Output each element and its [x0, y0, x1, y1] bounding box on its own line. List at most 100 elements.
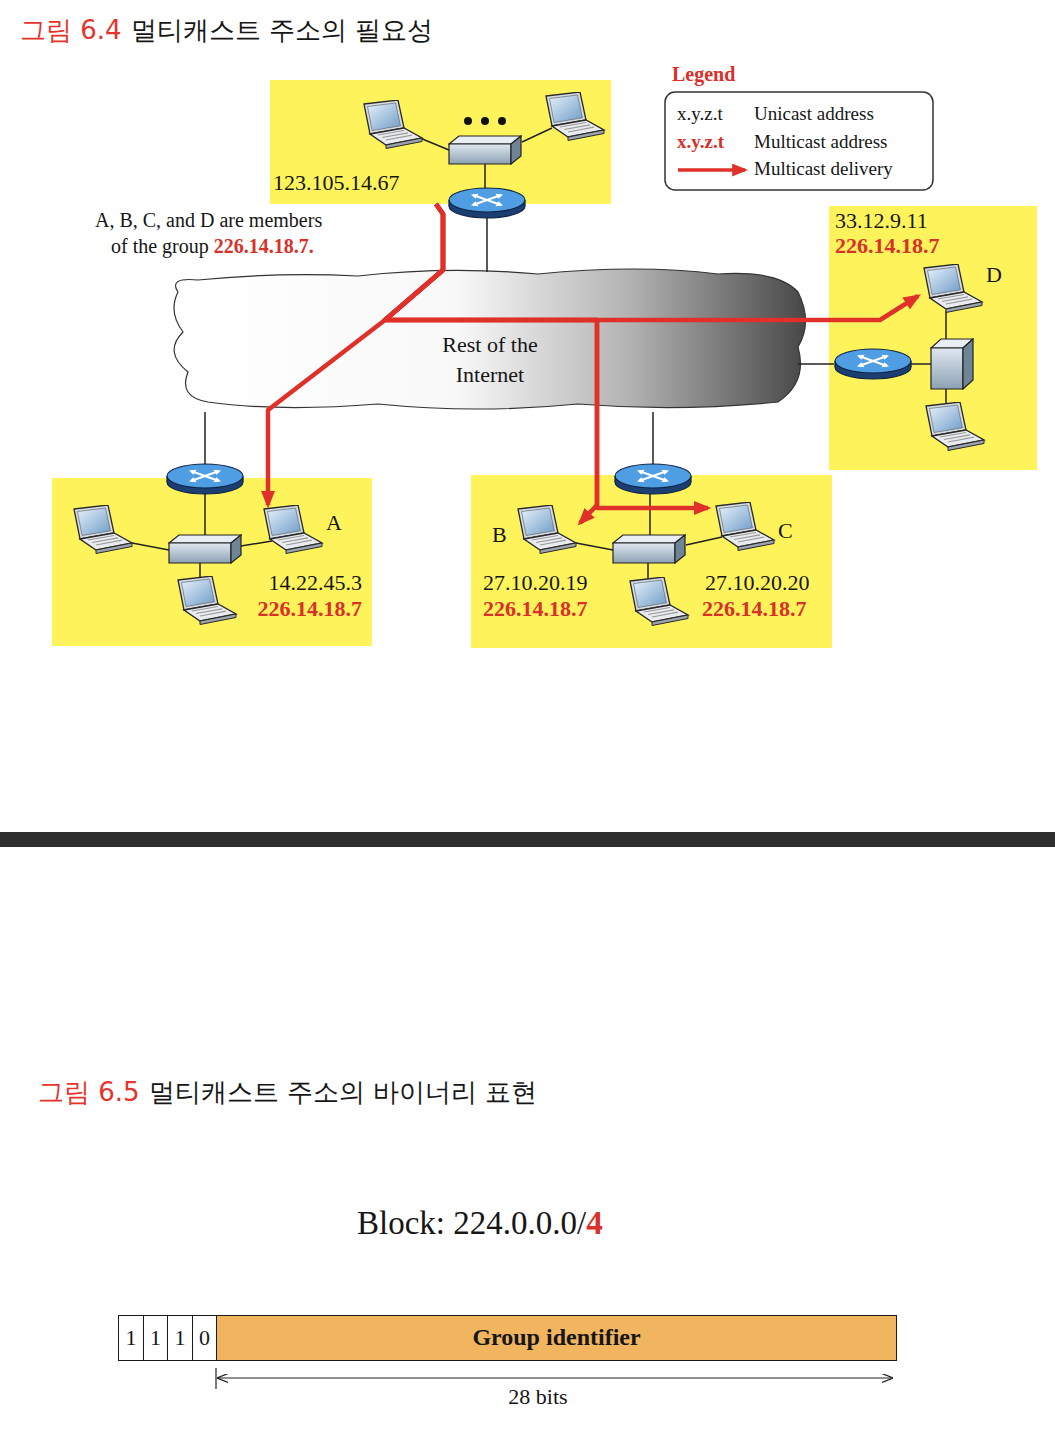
multicast-address: 226.14.18.7 [835, 233, 940, 258]
network-wires [686, 537, 722, 545]
unicast-address: 27.10.20.20 [705, 570, 810, 595]
host-letter-holder: A [326, 510, 342, 535]
group-note: A, B, C, and D are members [95, 209, 322, 231]
bit-value: 0 [199, 1325, 210, 1350]
field-name: Group identifier [472, 1324, 640, 1352]
unicast-address: 14.22.45.3 [269, 570, 363, 595]
legend-row: Unicast address [754, 103, 874, 125]
legend-sample: x.y.z.t [677, 103, 723, 124]
legend-text: Multicast delivery [754, 158, 893, 179]
bit-cell: 1 [167, 1315, 193, 1361]
group-note-holder: of the group [111, 235, 209, 258]
network-wires [132, 128, 946, 579]
router-icon [835, 349, 911, 379]
laptop-icon [364, 100, 422, 149]
network-wires [798, 363, 834, 365]
switch-icon [449, 136, 521, 164]
laptop-icon [74, 92, 984, 626]
bit-value-holder: 1 [144, 1316, 168, 1360]
unicast-address-holder: 14.22.45.3 [269, 570, 363, 595]
bit-value: 1 [175, 1325, 186, 1350]
cloud-outline [174, 269, 806, 409]
multicast-delivery-arrow [385, 204, 708, 508]
legend-row: Multicast address [754, 131, 888, 153]
prefix-length-holder: 4 [586, 1205, 603, 1243]
host-letter-holder: C [778, 518, 793, 543]
figure-number-holder: 그림 6.4 [20, 16, 122, 46]
network-wires [945, 389, 947, 404]
figure-title-holder: 멀티캐스트 주소의 필요성 [131, 16, 434, 46]
network-wires [204, 494, 206, 536]
dimension-line [217, 1377, 893, 1378]
unicast-address: 123.105.14.67 [273, 170, 400, 195]
legend-sample-holder: x.y.z.t [677, 103, 723, 125]
figure-title-holder: 멀티캐스트 주소의 바이너리 표현 [149, 1078, 538, 1108]
legend-title: Legend [672, 63, 735, 85]
laptop-icon [178, 576, 236, 625]
internet-cloud: Rest of the Internet [158, 262, 808, 412]
unicast-address-holder: 123.105.14.67 [273, 170, 400, 195]
ellipsis-dots [498, 117, 506, 125]
dimension-label: 28 bits [508, 1384, 567, 1409]
switch-icon [169, 136, 973, 563]
dimension-label-holder: 28 bits [508, 1384, 567, 1409]
network-wires [647, 563, 649, 579]
ellipsis-dots [464, 117, 472, 125]
network-wires [241, 541, 272, 546]
figure-number: 그림 6.5 [38, 1077, 140, 1107]
block-notation-holder: Block: 224.0.0.0/ [357, 1205, 586, 1243]
network-wires [484, 164, 486, 190]
legend-title-holder: Legend [672, 63, 735, 86]
network-wires [204, 412, 206, 466]
block-notation: Block: 224.0.0.0/ [357, 1205, 586, 1241]
host-letter: A [326, 510, 342, 535]
switch-icon [931, 339, 973, 389]
network-wires [199, 563, 201, 578]
multicast-address-holder: 226.14.18.7 [835, 233, 940, 258]
network-wires [911, 363, 931, 365]
legend-sample-holder: x.y.z.t [677, 131, 724, 153]
bit-value-holder: 1 [168, 1316, 192, 1360]
laptop-icon [630, 577, 688, 626]
bit-value-holder: 0 [193, 1316, 217, 1360]
multicast-address: 226.14.18.7 [702, 596, 807, 621]
group-address: 226.14.18.7. [214, 235, 314, 257]
group-note-holder: A, B, C, and D are members [95, 209, 322, 232]
host-letter-holder: B [492, 522, 507, 547]
router-icon [167, 188, 911, 494]
network-wires [945, 311, 947, 340]
network-wires [652, 412, 654, 466]
router-icon [449, 188, 525, 218]
network-wires [132, 543, 169, 550]
multicast-delivery-arrow [385, 204, 918, 320]
laptop-icon [926, 402, 984, 451]
divider-band [0, 832, 1055, 847]
switch-icon [613, 535, 685, 563]
router-icon [615, 464, 691, 494]
ellipsis-dots [464, 117, 506, 125]
laptop-icon [518, 505, 576, 554]
bit-value-holder: 1 [119, 1316, 143, 1360]
group-note: of the group [111, 235, 209, 257]
unicast-address: 27.10.20.19 [483, 570, 588, 595]
network-wires [522, 128, 552, 142]
laptop-icon [74, 505, 132, 554]
multicast-address-holder: 226.14.18.7 [702, 596, 807, 621]
legend-row: Multicast delivery [754, 158, 893, 180]
bit-cell: 1 [118, 1315, 144, 1361]
figure-title: 멀티캐스트 주소의 필요성 [131, 15, 434, 45]
laptop-icon [264, 505, 322, 554]
bit-value: 1 [126, 1325, 137, 1350]
multicast-delivery-arrow [385, 204, 597, 523]
cloud-label-holder: Rest of the Internet [425, 330, 555, 389]
unicast-address-holder: 33.12.9.11 [835, 208, 928, 233]
multicast-address: 226.14.18.7 [258, 596, 363, 621]
laptop-icon [716, 502, 774, 551]
network-wires [420, 138, 449, 150]
laptop-icon [924, 264, 982, 313]
multicast-address-holder: 226.14.18.7 [258, 596, 363, 621]
legend-arrow-sample [678, 168, 745, 172]
group-address-holder: 226.14.18.7. [214, 235, 314, 258]
network-wires [576, 543, 613, 550]
